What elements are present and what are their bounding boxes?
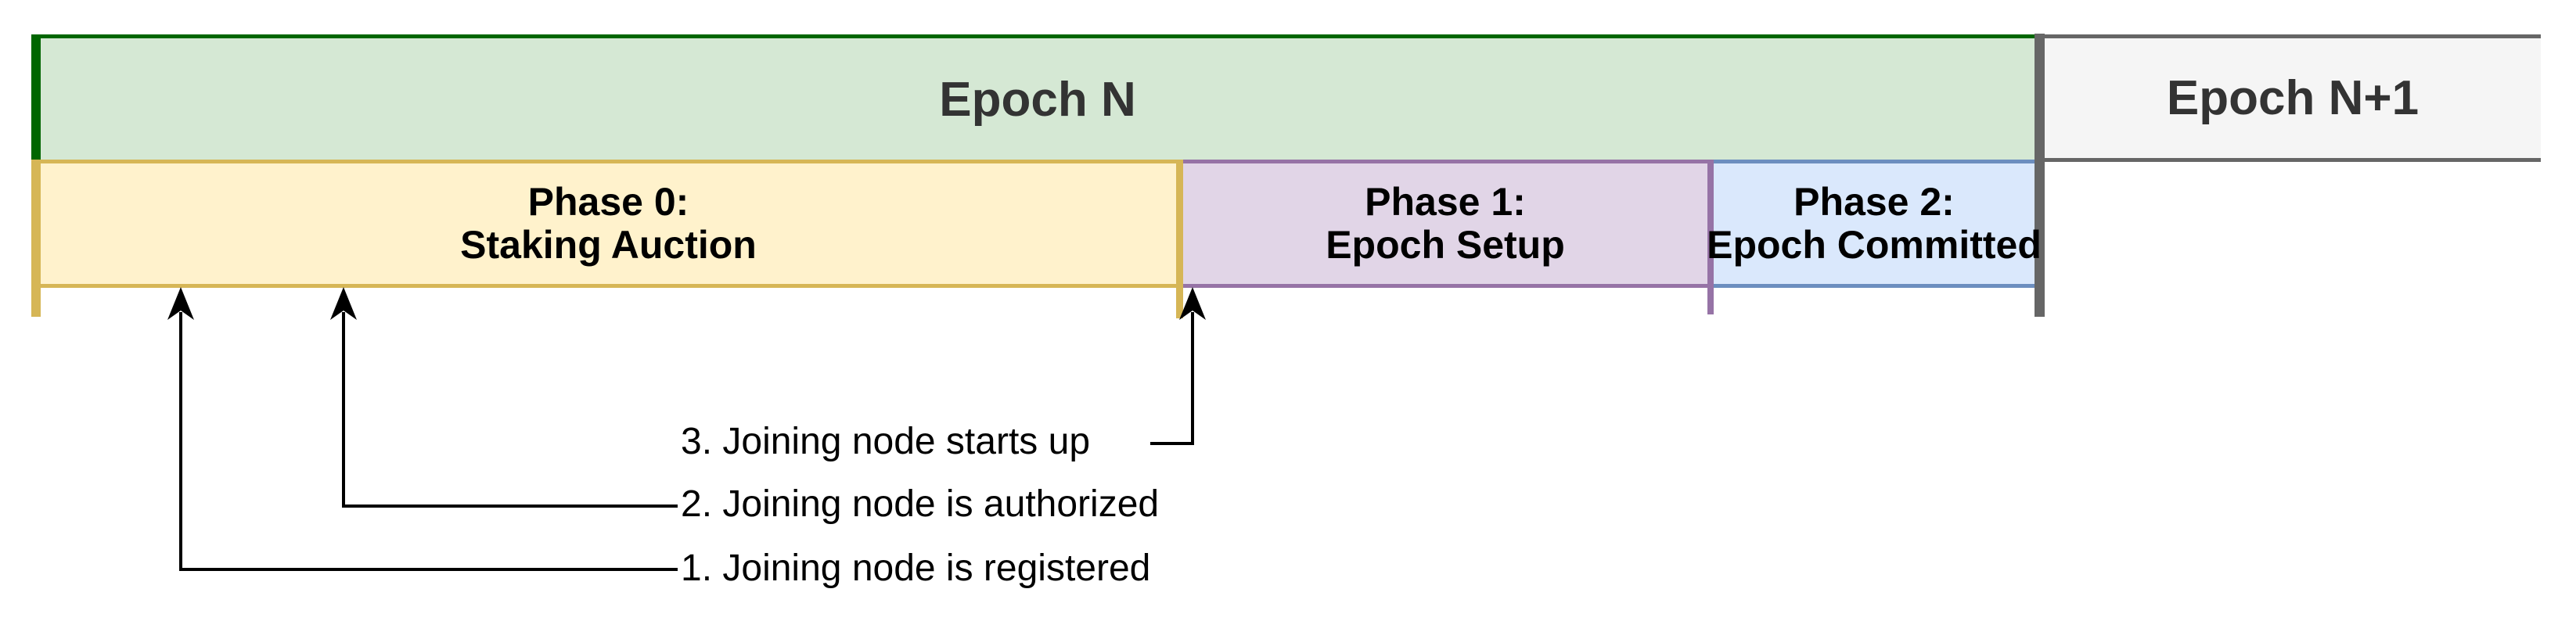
phase-2-label: Phase 2: Epoch Committed: [1707, 180, 2042, 267]
phase-0-label: Phase 0: Staking Auction: [460, 180, 757, 267]
event-1-arrowhead: [167, 287, 194, 320]
epoch-boundary-line: [2035, 34, 2045, 317]
phase-0-end-tick: [1176, 288, 1183, 318]
epoch-n1-label: Epoch N+1: [2166, 71, 2419, 125]
event-3-arrowhead: [1179, 287, 1206, 320]
phase-1-label: Phase 1: Epoch Setup: [1326, 180, 1565, 267]
event-2-arrow: [330, 287, 678, 508]
epoch-n1-bar: Epoch N+1: [2045, 34, 2541, 162]
phase-1-bar: Phase 1: Epoch Setup: [1183, 160, 1714, 288]
event-3-label: 3. Joining node starts up: [681, 421, 1091, 462]
phase-0-start-tick: [31, 288, 41, 317]
event-2-label: 2. Joining node is authorized: [681, 483, 1160, 525]
event-1-label: 1. Joining node is registered: [681, 548, 1151, 589]
epoch-n-bar: Epoch N: [31, 34, 2035, 160]
epoch-n-label: Epoch N: [939, 72, 1136, 127]
phase-2-bar: Phase 2: Epoch Committed: [1707, 160, 2042, 288]
event-1-arrow: [167, 287, 678, 571]
event-3-arrow: [1150, 287, 1206, 445]
phase-0-bar: Phase 0: Staking Auction: [31, 160, 1183, 288]
phase-1-end-tick: [1707, 288, 1714, 314]
event-2-arrowhead: [330, 287, 357, 320]
